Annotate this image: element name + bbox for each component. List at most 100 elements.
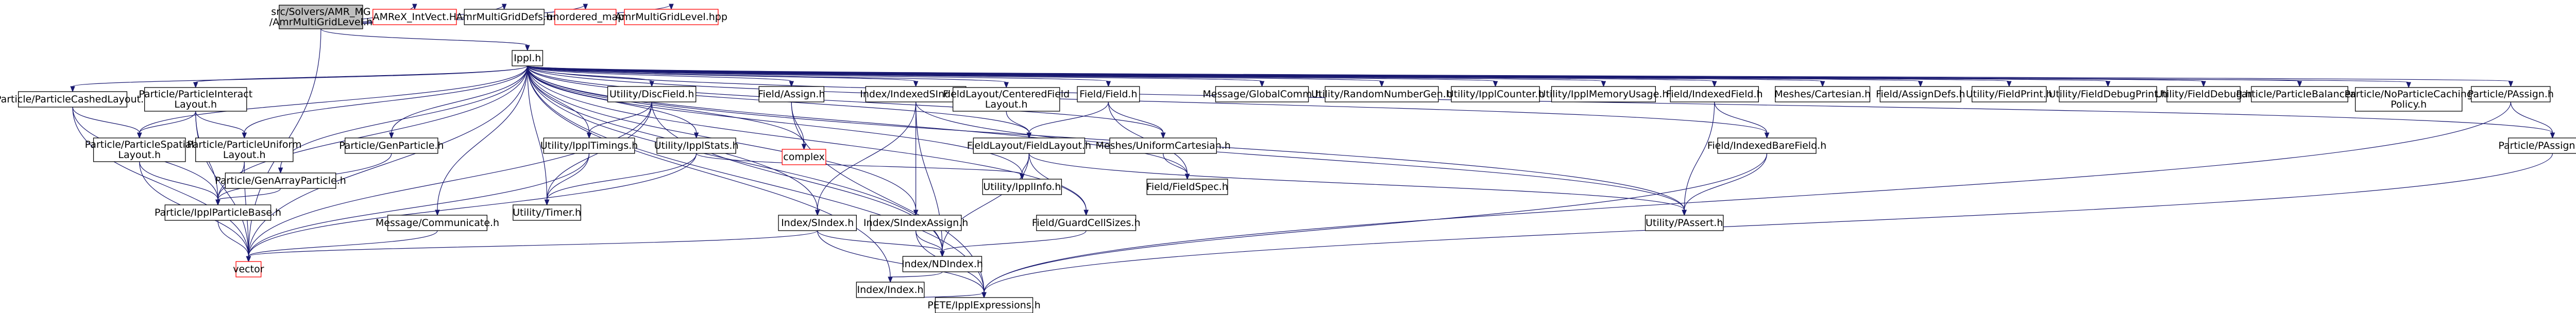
- node-PETE[interactable]: PETE/IpplExpressions.h: [927, 297, 1041, 313]
- edge-line: [546, 153, 590, 200]
- node-FGCS[interactable]: Field/GuardCellSizes.h: [1032, 215, 1141, 231]
- edge-line: [984, 153, 2553, 293]
- dependency-edge: [888, 271, 943, 283]
- dependency-edge: [527, 65, 794, 88]
- dependency-edge: [981, 101, 2511, 299]
- dependency-edge: [981, 153, 2553, 299]
- node-MComm[interactable]: Message/Communicate.h: [376, 215, 499, 231]
- node-FIndexedField[interactable]: Field/IndexedField.h: [1666, 86, 1763, 102]
- node-label: Utility/DiscField.h: [609, 89, 694, 100]
- node-box: [1036, 215, 1137, 231]
- arrow-head-icon: [2006, 81, 2012, 88]
- dependency-edge: [916, 101, 1687, 216]
- node-UTimer[interactable]: Utility/Timer.h: [513, 204, 581, 221]
- arrow-head-icon: [389, 132, 394, 139]
- node-UIpplInfo[interactable]: Utility/IpplInfo.h: [982, 179, 1062, 195]
- node-PPAssign[interactable]: Particle/PAssign.h: [2468, 86, 2554, 102]
- node-IPB[interactable]: Particle/IpplParticleBase.h: [155, 204, 281, 221]
- node-FFieldSpec[interactable]: Field/FieldSpec.h: [1146, 179, 1228, 195]
- node-label: Particle/ParticleSpatial: [85, 139, 194, 150]
- node-Ippl[interactable]: Ippl.h: [512, 50, 544, 66]
- dependency-edge: [696, 153, 1025, 180]
- node-root[interactable]: src/Solvers/AMR_MG/AmrMultiGridLevel.h: [269, 5, 372, 29]
- dependency-edge: [527, 65, 893, 283]
- node-label: Index/SIndex.h: [781, 217, 854, 229]
- node-UDiscField[interactable]: Utility/DiscField.h: [607, 86, 697, 102]
- node-label: Utility/PAssert.h: [1646, 217, 1723, 229]
- edge-line: [2510, 101, 2553, 133]
- node-URNG[interactable]: Utility/RandomNumberGen.h: [1311, 86, 1452, 102]
- node-UIpplTimings[interactable]: Utility/IpplTimings.h: [540, 137, 638, 154]
- arrow-head-icon: [412, 4, 417, 10]
- node-label: Field/FieldSpec.h: [1146, 181, 1228, 193]
- node-box: [982, 179, 1062, 195]
- node-box: [164, 204, 272, 221]
- node-UFieldDebug[interactable]: Utility/FieldDebug.h: [2156, 86, 2252, 102]
- edge-line: [916, 230, 943, 252]
- node-box: [195, 137, 294, 162]
- node-UIpplCounter[interactable]: Utility/IpplCounter.h: [1447, 86, 1545, 102]
- node-INDIndex[interactable]: Index/NDIndex.h: [902, 256, 983, 272]
- arrow-head-icon: [2201, 81, 2206, 88]
- node-MCart[interactable]: Meshes/Cartesian.h: [1774, 86, 1871, 102]
- node-IIndex[interactable]: Index/Index.h: [856, 282, 925, 298]
- node-AmrMultiGridDefs[interactable]: AmrMultiGridDefs.h: [456, 9, 552, 25]
- node-FAssign[interactable]: Field/Assign.h: [758, 86, 825, 102]
- node-ISIndex[interactable]: Index/SIndex.h: [778, 215, 857, 231]
- arrow-head-icon: [435, 210, 440, 216]
- node-AmrMultiGridLevel_hpp[interactable]: AmrMultiGridLevel.hpp: [615, 9, 727, 25]
- node-complex[interactable]: complex: [782, 149, 826, 165]
- node-UPAssert[interactable]: Utility/PAssert.h: [1645, 215, 1724, 231]
- node-ISIndexAssign[interactable]: Index/SIndexAssign.h: [863, 215, 968, 231]
- edge-line: [1714, 101, 1768, 133]
- node-label: complex: [783, 151, 825, 163]
- node-PGP[interactable]: Particle/GenParticle.h: [339, 137, 444, 154]
- node-AMReXinterface[interactable]: AMReX_IntVect.H: [372, 9, 457, 25]
- dependency-edge: [527, 65, 2411, 89]
- node-label: Utility/IpplMemoryUsage.h: [1539, 89, 1669, 100]
- dependency-edge: [527, 65, 1111, 88]
- node-box: [345, 137, 438, 154]
- node-FLFL[interactable]: FieldLayout/FieldLayout.h: [967, 137, 1091, 154]
- node-MGlobalComm[interactable]: Message/GlobalComm.h: [1202, 86, 1321, 102]
- node-PCCL[interactable]: Particle/ParticleCashedLayout.h: [0, 91, 150, 108]
- node-vector[interactable]: vector: [233, 261, 264, 277]
- node-PPAssignDefs[interactable]: Particle/PAssignDefs.h: [2498, 137, 2576, 154]
- arrow-head-icon: [137, 132, 142, 139]
- edge-line: [527, 65, 1263, 82]
- edge-line: [527, 65, 2553, 133]
- node-FIBF[interactable]: Field/IndexedBareField.h: [1707, 137, 1826, 154]
- node-PBalancer[interactable]: Particle/ParticleBalancer.h: [2236, 86, 2363, 102]
- node-label: Field/GuardCellSizes.h: [1032, 217, 1141, 229]
- node-FField[interactable]: Field/Field.h: [1077, 86, 1140, 102]
- node-box: [953, 87, 1060, 112]
- node-MCartesian[interactable]: Meshes/UniformCartesian.h: [1096, 137, 1231, 154]
- dependency-edge: [72, 107, 142, 139]
- edge-line: [1028, 101, 1109, 133]
- node-box: [2471, 86, 2551, 102]
- node-UIpplMem[interactable]: Utility/IpplMemoryUsage.h: [1539, 86, 1669, 102]
- arrow-head-icon: [70, 86, 75, 93]
- node-UFieldPrint[interactable]: Utility/FieldPrint.h: [1966, 86, 2053, 102]
- node-PGAP[interactable]: Particle/GenArrayParticle.h: [215, 172, 346, 189]
- node-label: Policy.h: [2391, 99, 2427, 110]
- node-UFieldDebugPrint[interactable]: Utility/FieldDebugPrint.h: [2048, 86, 2167, 102]
- node-label: Message/GlobalComm.h: [1202, 89, 1321, 100]
- node-label: Particle/ParticleBalancer.h: [2236, 89, 2363, 100]
- node-UIpplStats[interactable]: Utility/IpplStats.h: [654, 137, 739, 154]
- arrow-head-icon: [1004, 82, 1009, 89]
- node-IIndexedSIndex[interactable]: Index/IndexedSIndex.h: [860, 86, 972, 102]
- node-box: [1325, 86, 1439, 102]
- node-label: Field/Field.h: [1079, 89, 1137, 100]
- dependency-edge: [193, 65, 528, 89]
- node-label: Layout.h: [174, 99, 217, 110]
- arrow-head-icon: [586, 132, 592, 139]
- node-unordered_map[interactable]: unordered_map: [547, 9, 624, 25]
- node-FAssignDefs[interactable]: Field/AssignDefs.h: [1876, 86, 1965, 102]
- node-box: [279, 5, 363, 29]
